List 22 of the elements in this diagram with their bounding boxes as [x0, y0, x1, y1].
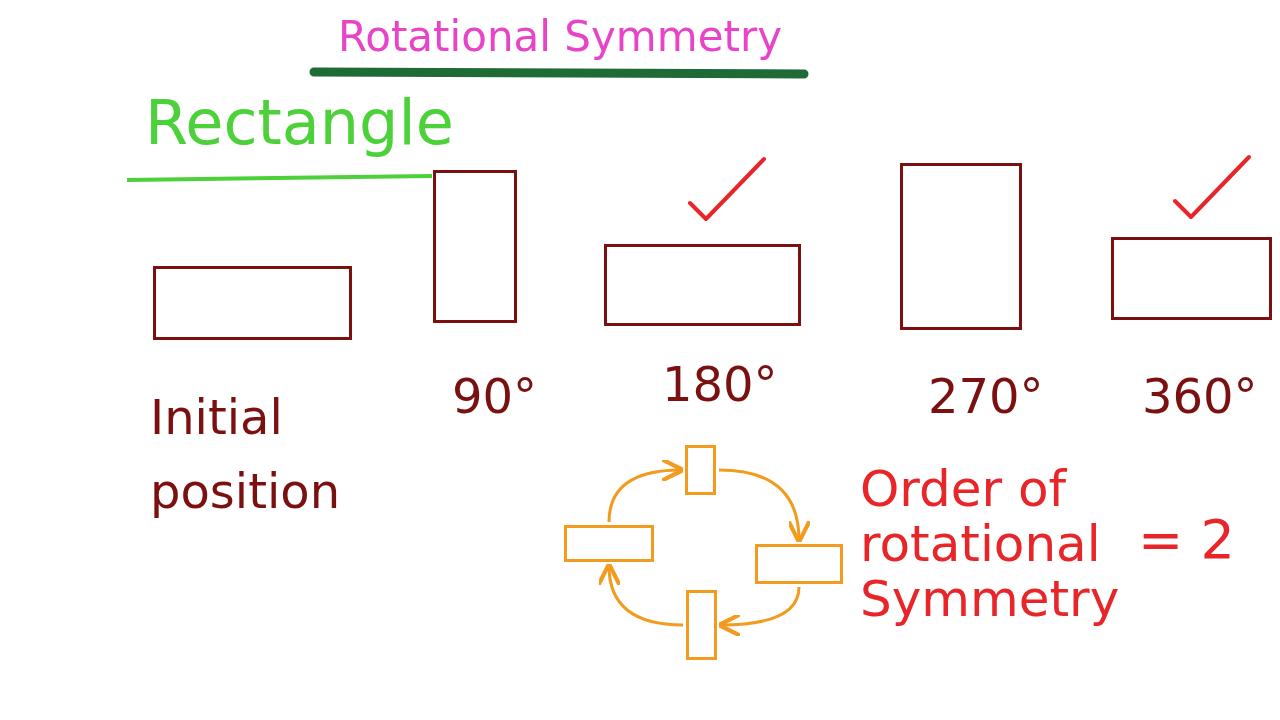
- result-text: Order of rotational Symmetry: [860, 462, 1120, 627]
- rectangle-shape: [433, 170, 517, 323]
- arrow: [607, 458, 686, 523]
- title: Rotational Symmetry: [336, 12, 784, 61]
- position-label: Initial position: [150, 388, 342, 522]
- rectangle-shape: [900, 163, 1022, 330]
- arrow: [597, 561, 684, 627]
- angle-label: 90°: [452, 368, 538, 424]
- rotated-rectangle: [686, 590, 717, 660]
- rectangle-shape: [604, 244, 801, 326]
- arrow: [716, 586, 801, 638]
- angle-label: 180°: [662, 356, 778, 412]
- rectangle-shape: [153, 266, 352, 340]
- angle-label: 270°: [928, 368, 1044, 424]
- heading: Rectangle: [145, 86, 454, 159]
- angle-label: 360°: [1142, 368, 1258, 424]
- result-value: = 2: [1138, 508, 1235, 571]
- rotated-rectangle: [685, 445, 716, 495]
- rotated-rectangle: [564, 525, 654, 562]
- rectangle-shape: [1111, 237, 1272, 320]
- arrow: [718, 468, 811, 545]
- rotated-rectangle: [755, 544, 843, 584]
